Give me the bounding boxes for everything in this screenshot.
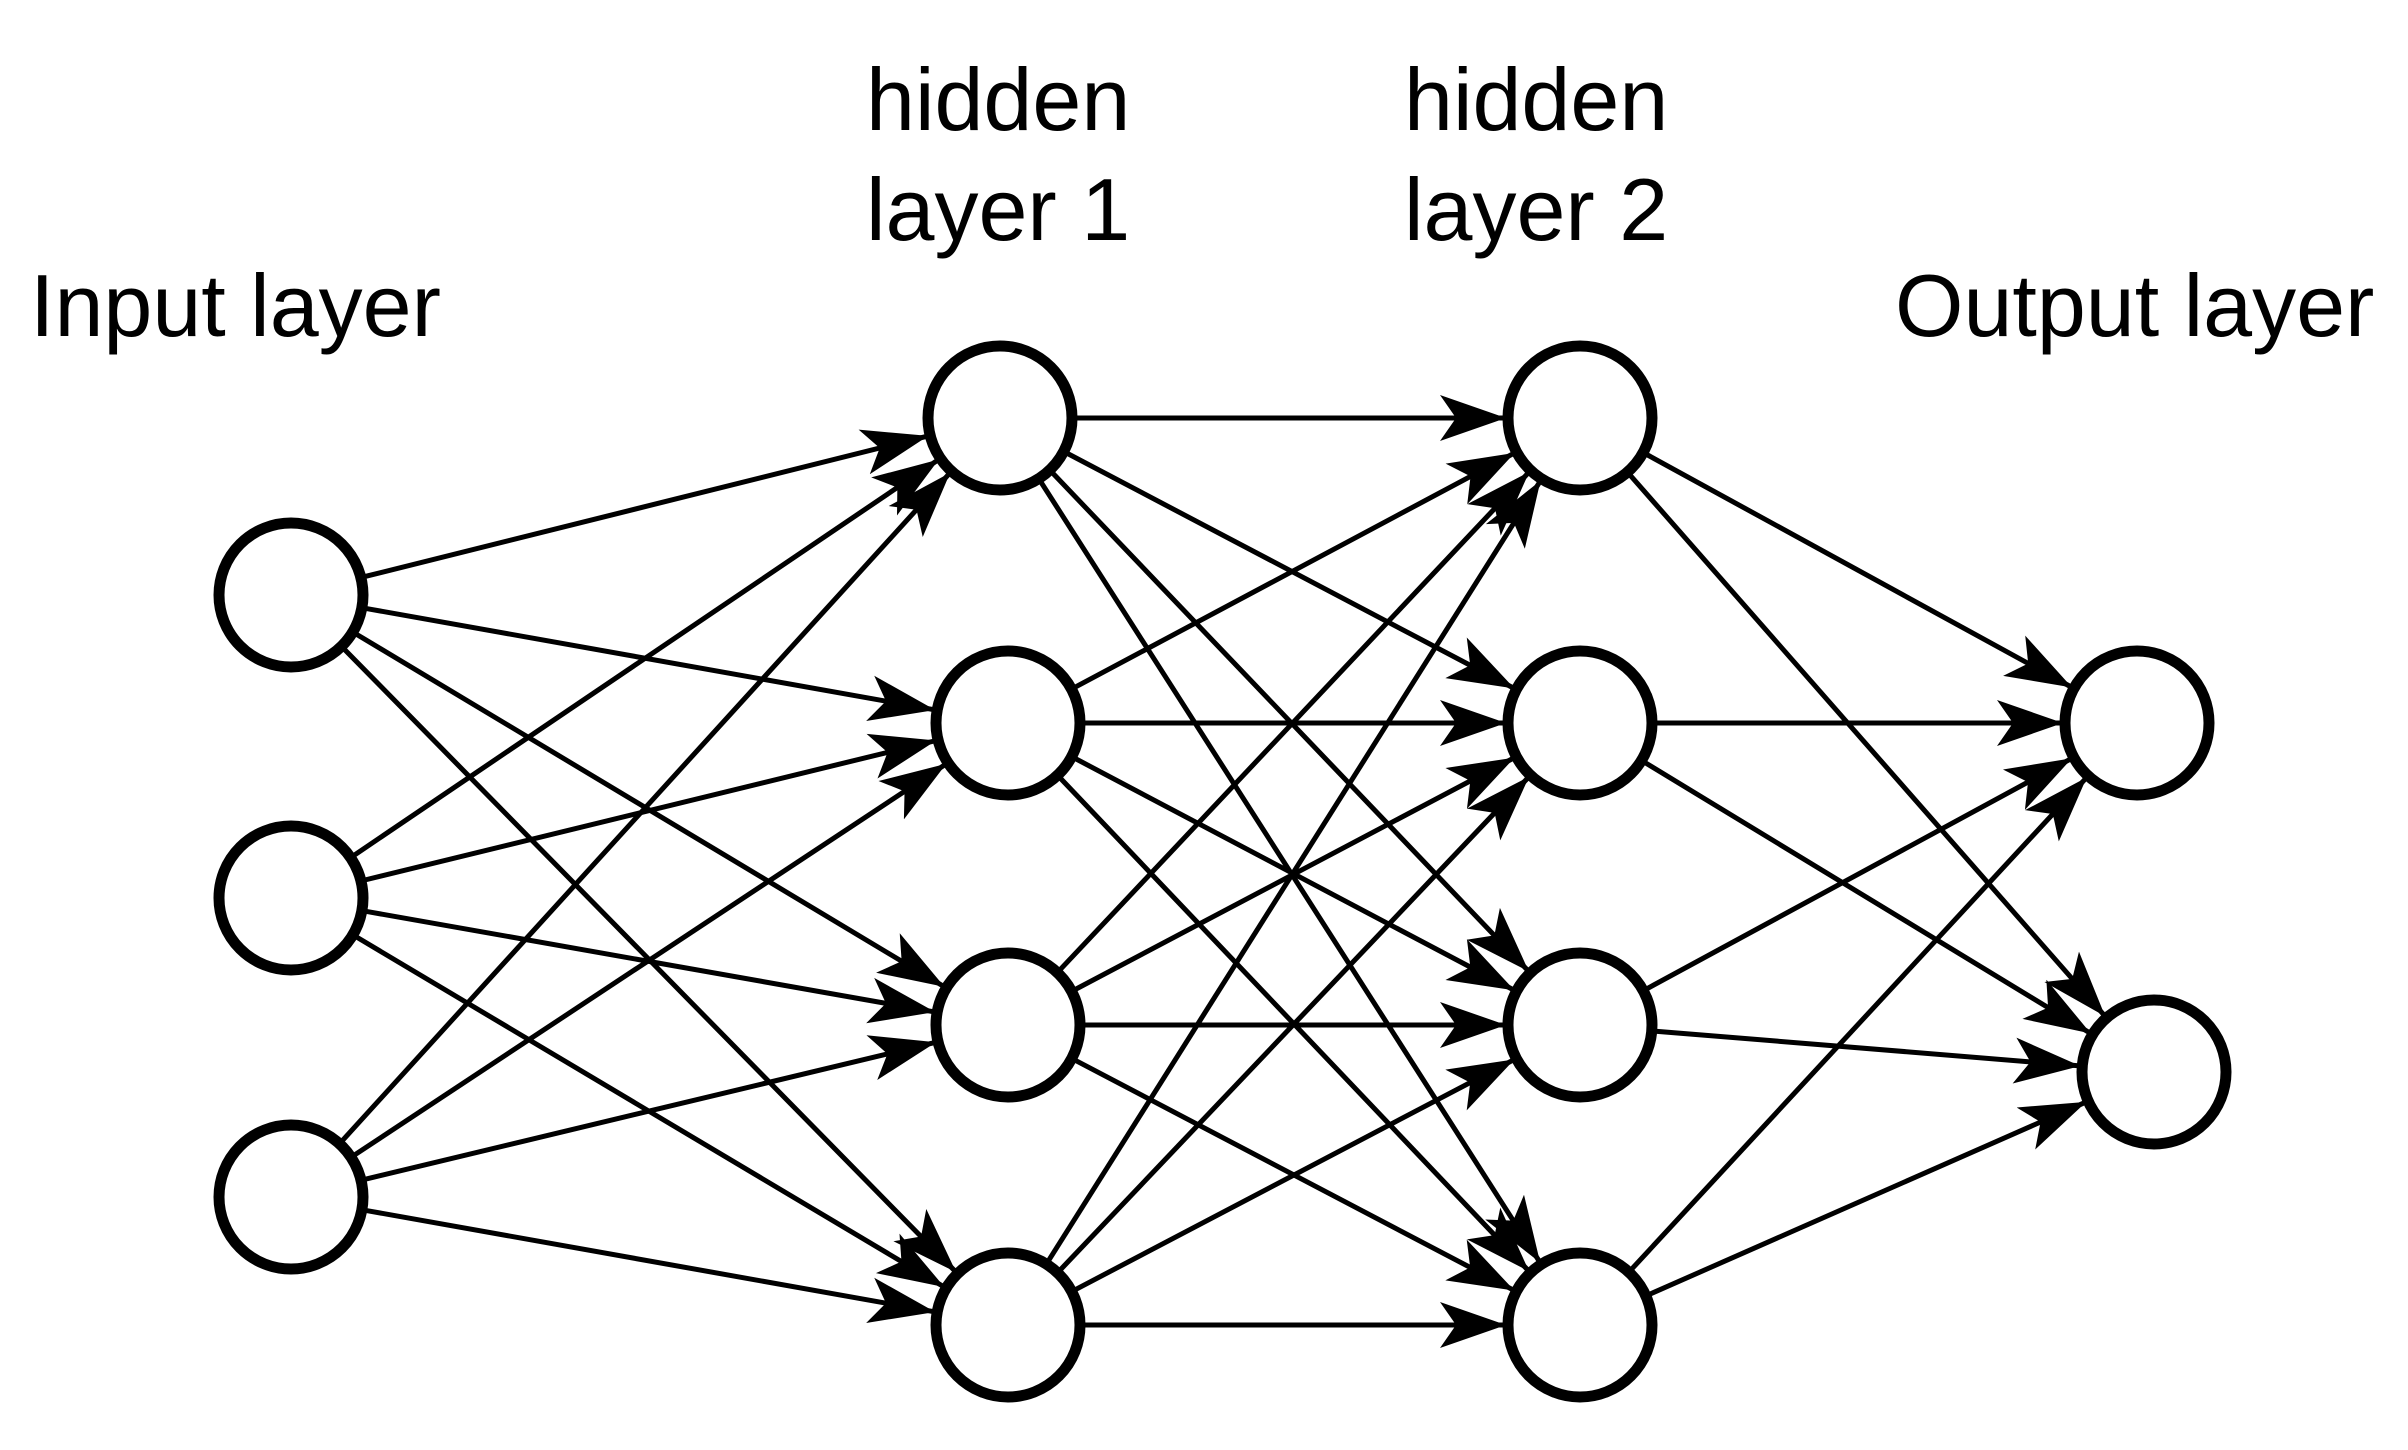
- edge-hidden-2-1-to-output-2: [1628, 473, 2106, 1017]
- hidden-1-node-3: [930, 947, 1086, 1103]
- edge-hidden-1-4-to-hidden-2-2: [1058, 776, 1530, 1272]
- edge-input-3-to-hidden-1-3: [364, 1035, 937, 1182]
- input-node-1: [213, 517, 369, 673]
- hidden-2-node-2: [1502, 645, 1658, 801]
- hidden-layer-2-label-line2: layer 2: [1404, 160, 1668, 259]
- edge-hidden-2-3-to-output-1: [1645, 757, 2072, 991]
- edge-hidden-2-4-to-output-2: [1648, 1100, 2087, 1297]
- hidden-1-node-1: [922, 340, 1078, 496]
- edge-input-3-to-hidden-1-4: [365, 1207, 936, 1324]
- input-layer-label: Input layer: [30, 256, 441, 355]
- edge-hidden-2-1-to-output-1: [1645, 452, 2073, 689]
- edge-hidden-2-3-to-output-2: [1655, 1028, 2081, 1084]
- hidden-2-node-1: [1502, 340, 1658, 496]
- edge-hidden-1-3-to-hidden-2-1: [1058, 471, 1530, 972]
- hidden-layer-2-label-line1: hidden: [1404, 50, 1668, 149]
- output-node-2: [2076, 994, 2232, 1150]
- edge-input-2-to-hidden-1-1: [352, 458, 939, 858]
- output-layer-label: Output layer: [1895, 256, 2374, 355]
- hidden-2-node-3: [1502, 947, 1658, 1103]
- hidden-2-node-4: [1502, 1247, 1658, 1403]
- edge-hidden-1-4-to-hidden-2-1: [1046, 480, 1542, 1263]
- edge-hidden-1-4-to-hidden-2-3: [1074, 1058, 1515, 1292]
- edge-input-3-to-hidden-1-2: [353, 762, 947, 1158]
- edge-input-2-to-hidden-1-2: [364, 733, 937, 883]
- hidden-1-node-4: [930, 1247, 1086, 1403]
- connections: [340, 395, 2106, 1348]
- edge-input-3-to-hidden-1-1: [340, 472, 951, 1143]
- hidden-1-node-2: [930, 645, 1086, 801]
- input-node-3: [213, 1119, 369, 1275]
- edge-hidden-2-4-to-output-1: [1629, 777, 2088, 1271]
- edge-input-1-to-hidden-1-1: [364, 429, 929, 580]
- neurons: [213, 340, 2232, 1403]
- edge-hidden-2-2-to-output-2: [1643, 760, 2091, 1035]
- hidden-layer-1-label-line1: hidden: [866, 50, 1130, 149]
- hidden-layer-1-label-line2: layer 1: [866, 160, 1130, 259]
- edge-input-1-to-hidden-1-2: [365, 605, 936, 722]
- output-node-1: [2059, 645, 2215, 801]
- input-node-2: [213, 820, 369, 976]
- edge-hidden-1-2-to-hidden-2-1: [1073, 451, 1515, 690]
